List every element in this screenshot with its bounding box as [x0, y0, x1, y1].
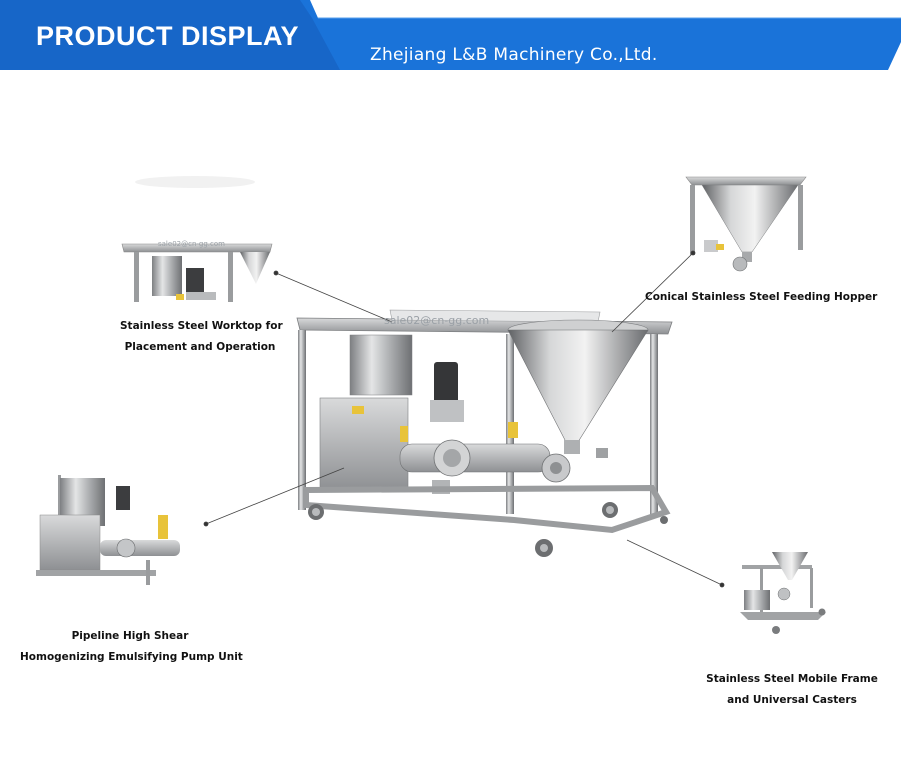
- header-banner: PRODUCT DISPLAY Zhejiang L&B Machinery C…: [0, 0, 901, 80]
- leader-lines: [203, 250, 725, 588]
- pump-thumbnail: [36, 475, 180, 585]
- watermark: sale02@cn-gg.com: [384, 314, 490, 327]
- hopper-thumbnail: [685, 176, 807, 272]
- page-title: PRODUCT DISPLAY: [36, 21, 300, 51]
- caption-pump: Pipeline High Shear Homogenizing Emulsif…: [20, 626, 243, 668]
- caption-line: Pipeline High Shear: [71, 630, 189, 642]
- caption-line: and Universal Casters: [727, 694, 857, 706]
- frame-thumbnail: [740, 552, 826, 634]
- caption-line: Conical Stainless Steel Feeding Hopper: [645, 291, 878, 303]
- caption-line: Placement and Operation: [124, 341, 276, 353]
- caption-line: Homogenizing Emulsifying Pump Unit: [20, 651, 243, 663]
- caption-line: Stainless Steel Worktop for: [120, 320, 283, 332]
- caption-worktop: Stainless Steel Worktop for Placement an…: [120, 316, 283, 358]
- main-machine: [296, 309, 673, 557]
- watermark-small: sale02@cn-gg.com: [158, 240, 225, 248]
- worktop-thumbnail: [121, 243, 273, 302]
- caption-line: Stainless Steel Mobile Frame: [706, 673, 878, 685]
- company-name: Zhejiang L&B Machinery Co.,Ltd.: [370, 45, 658, 65]
- caption-hopper: Conical Stainless Steel Feeding Hopper: [645, 287, 878, 308]
- banner-shape: [0, 0, 901, 70]
- caption-frame: Stainless Steel Mobile Frame and Univers…: [706, 669, 878, 711]
